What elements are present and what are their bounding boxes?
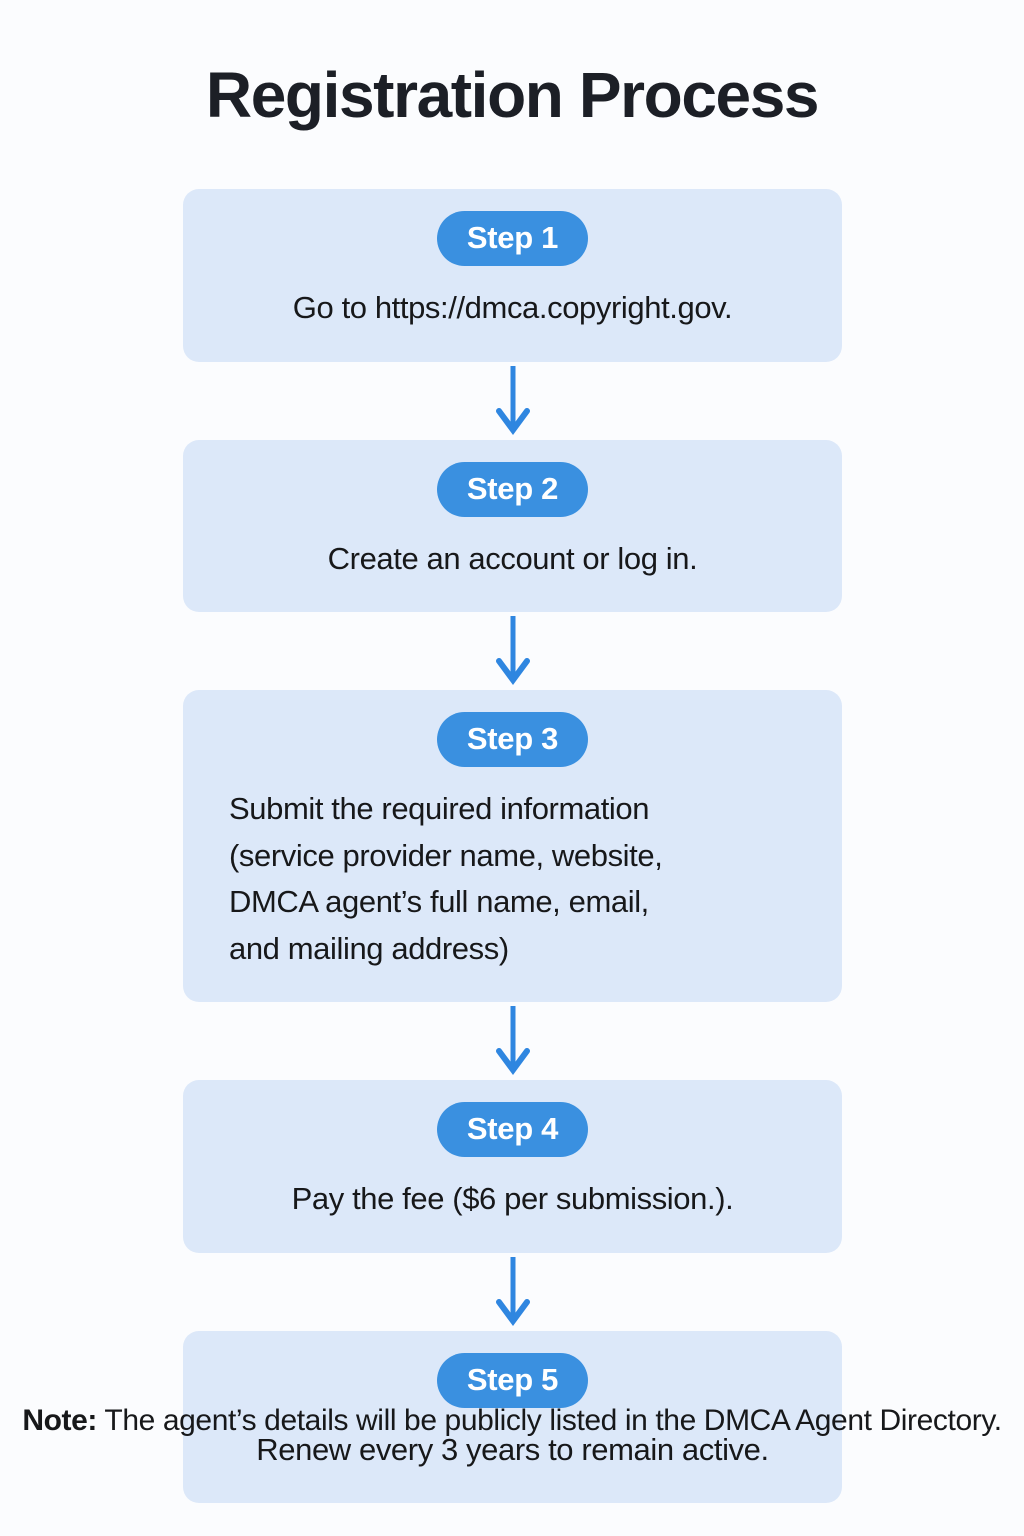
step-badge-4: Step 4 — [436, 1102, 589, 1157]
badge-row: Step 3 — [227, 712, 798, 767]
badge-row: Step 4 — [227, 1102, 798, 1157]
step-text-4: Pay the fee ($6 per submission.). — [291, 1181, 734, 1216]
arrow-down-icon — [495, 1006, 530, 1076]
step-card-3: Step 3 Submit the required information (… — [183, 690, 842, 1002]
step-badge-3: Step 3 — [436, 712, 589, 767]
arrow-down-icon — [495, 616, 530, 686]
note-text: The agent’s details will be publicly lis… — [104, 1404, 1002, 1437]
step-text-2: Create an account or log in. — [327, 540, 698, 576]
arrow-down-icon — [495, 365, 530, 435]
arrow-connector-4 — [183, 1253, 842, 1331]
step-text-3: Submit the required information (service… — [229, 791, 663, 966]
step-badge-5: Step 5 — [436, 1352, 589, 1408]
arrow-connector-2 — [183, 612, 842, 690]
step-text-1: Go to https://dmca.copyright.gov. — [292, 290, 733, 325]
arrow-down-icon — [495, 1256, 530, 1326]
step-card-4: Step 4 Pay the fee ($6 per submission.). — [183, 1080, 842, 1253]
note-label: Note: — [22, 1404, 98, 1437]
step-badge-1: Step 1 — [436, 211, 589, 266]
badge-row: Step 1 — [227, 211, 798, 266]
arrow-connector-1 — [183, 362, 842, 440]
process-flow: Step 1 Go to https://dmca.copyright.gov.… — [183, 189, 842, 1503]
step-card-2: Step 2 Create an account or log in. — [183, 439, 842, 612]
badge-row: Step 5 — [227, 1352, 798, 1408]
step-card-1: Step 1 Go to https://dmca.copyright.gov. — [183, 189, 842, 362]
step-badge-2: Step 2 — [436, 461, 589, 517]
step-card-5: Step 5 Renew every 3 years to remain act… — [183, 1330, 842, 1503]
page-title: Registration Process — [205, 59, 820, 131]
badge-row: Step 2 — [227, 461, 798, 517]
arrow-connector-3 — [183, 1002, 842, 1080]
footer-note: Note: The agent’s details will be public… — [0, 1399, 1024, 1443]
step-text-5: Renew every 3 years to remain active. — [256, 1431, 769, 1467]
